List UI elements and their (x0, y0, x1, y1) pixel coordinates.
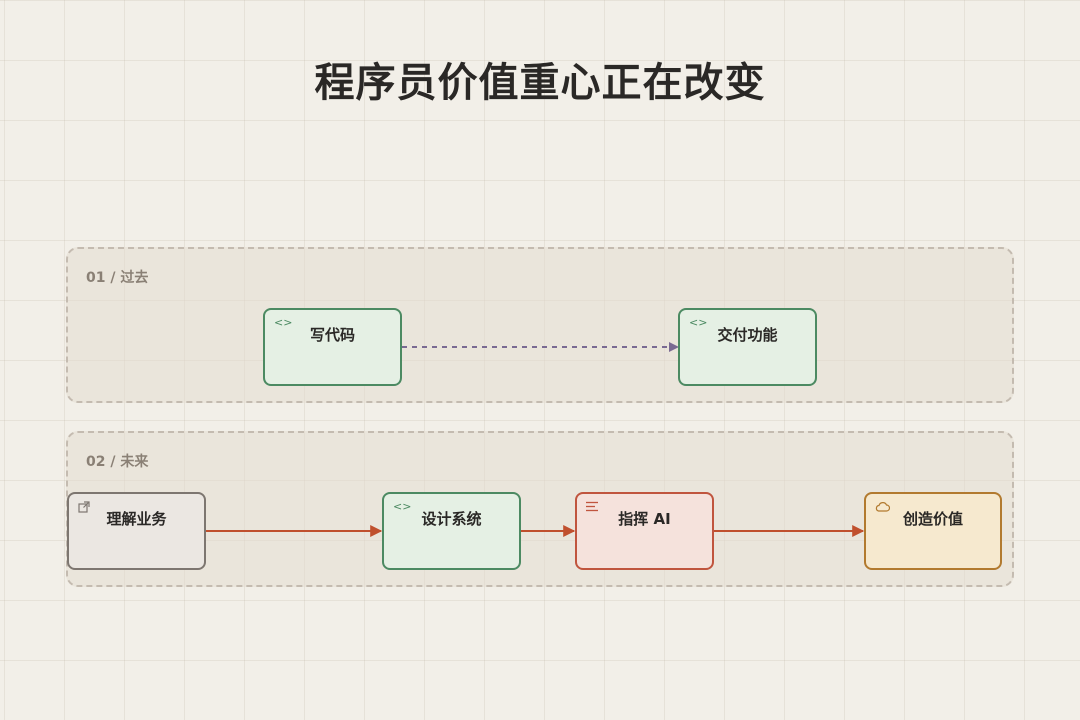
node-deliver-features[interactable]: <> 交付功能 (678, 308, 817, 386)
group-past: 01 / 过去 (66, 247, 1014, 403)
code-icon: <> (689, 316, 708, 329)
group-future: 02 / 未来 (66, 431, 1014, 587)
node-command-ai[interactable]: 指挥 AI (575, 492, 714, 570)
list-icon (586, 501, 599, 514)
node-create-value-label: 创造价值 (902, 510, 963, 528)
page-title: 程序员价值重心正在改变 (314, 60, 766, 106)
node-command-ai-label: 指挥 AI (618, 510, 671, 528)
external-link-icon (78, 501, 90, 515)
group-future-label: 02 / 未来 (86, 454, 149, 470)
node-understand-business-label: 理解业务 (106, 510, 167, 528)
node-write-code-label: 写代码 (309, 326, 355, 344)
code-icon: <> (274, 316, 293, 329)
node-design-system-label: 设计系统 (421, 510, 482, 528)
code-icon: <> (393, 500, 412, 513)
node-design-system[interactable]: <> 设计系统 (382, 492, 521, 570)
node-deliver-features-label: 交付功能 (717, 326, 778, 344)
cloud-icon (875, 501, 891, 514)
group-past-label: 01 / 过去 (86, 270, 149, 286)
node-understand-business[interactable]: 理解业务 (67, 492, 206, 570)
node-create-value[interactable]: 创造价值 (864, 492, 1002, 570)
node-write-code[interactable]: <> 写代码 (263, 308, 402, 386)
